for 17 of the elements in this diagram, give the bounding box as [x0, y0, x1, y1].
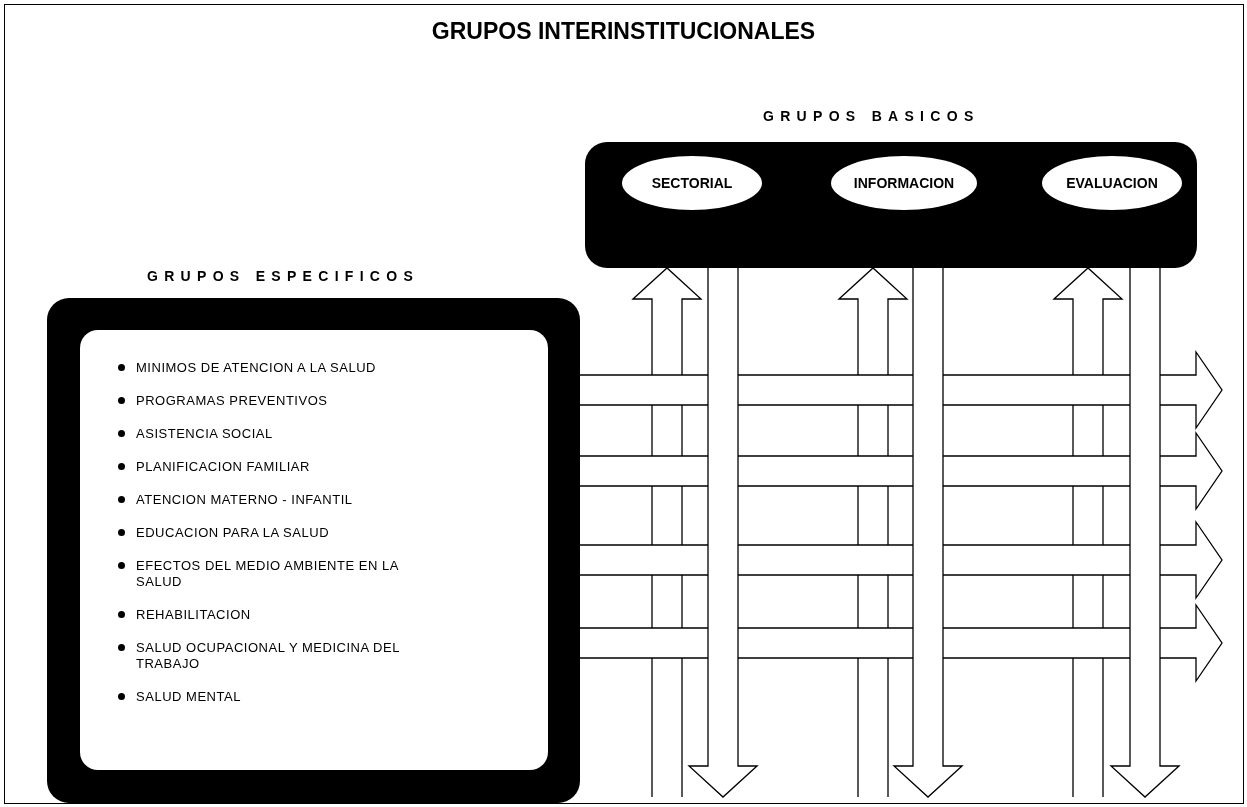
- list-item: ASISTENCIA SOCIAL: [118, 426, 448, 442]
- group-label: EVALUACION: [1066, 173, 1158, 193]
- group-label: INFORMACION: [853, 173, 955, 193]
- list-item: SALUD OCUPACIONAL Y MEDICINA DEL TRABAJO: [118, 640, 448, 672]
- list-panel: [80, 330, 548, 770]
- list-item: ATENCION MATERNO - INFANTIL: [118, 492, 448, 508]
- list-item: REHABILITACION: [118, 607, 448, 623]
- diagram-title: GRUPOS INTERINSTITUCIONALES: [430, 17, 817, 46]
- group-heading: GRUPOS BASICOS: [763, 107, 980, 126]
- group-label: SECTORIAL: [651, 173, 733, 193]
- list-item: PROGRAMAS PREVENTIVOS: [118, 393, 448, 409]
- list-item: PLANIFICACION FAMILIAR: [118, 459, 448, 475]
- group-heading: GRUPOS ESPECIFICOS: [147, 267, 420, 286]
- list-item: EDUCACION PARA LA SALUD: [118, 525, 448, 541]
- list-item: SALUD MENTAL: [118, 689, 448, 705]
- list-item: EFECTOS DEL MEDIO AMBIENTE EN LA SALUD: [118, 558, 448, 590]
- list-item: MINIMOS DE ATENCION A LA SALUD: [118, 360, 448, 376]
